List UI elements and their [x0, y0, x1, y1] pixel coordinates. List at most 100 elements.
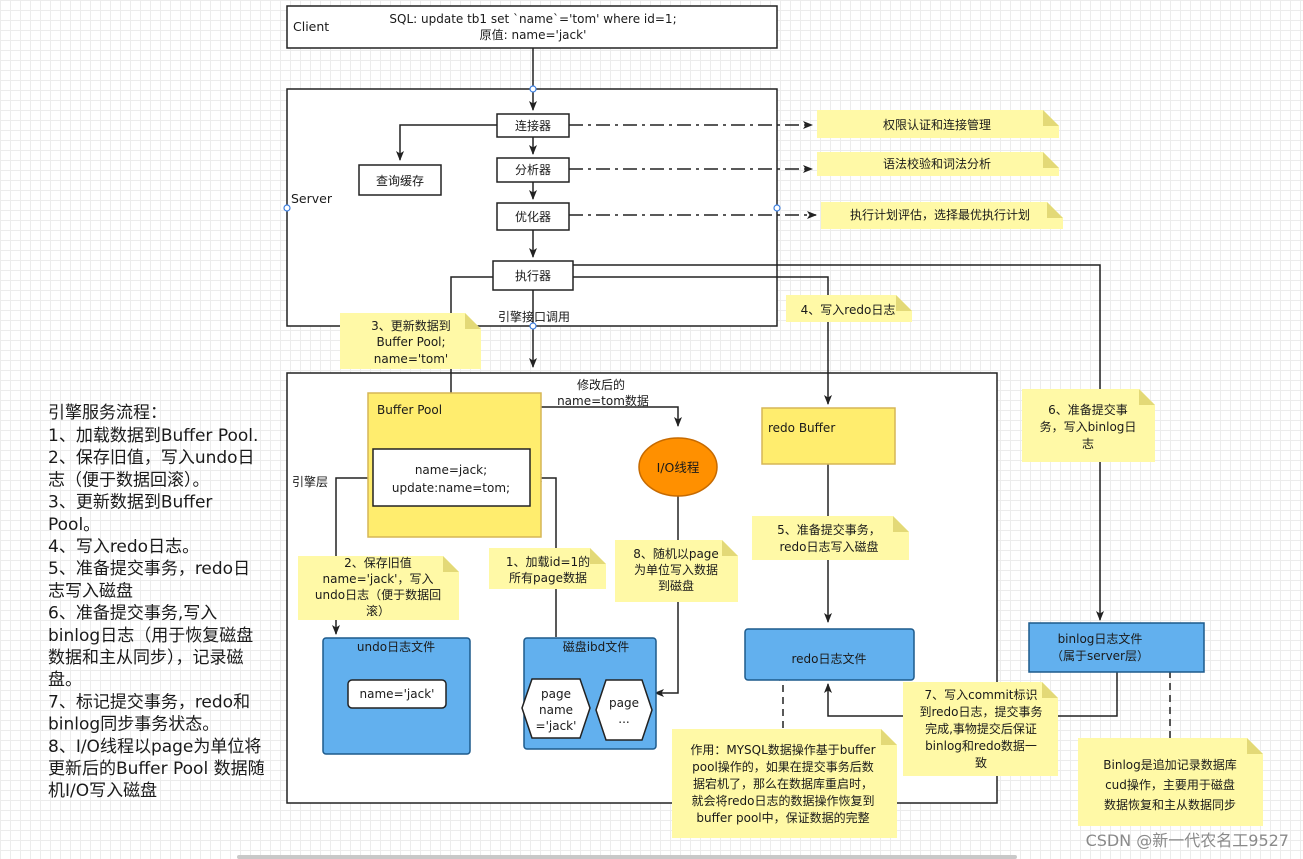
note-step3: 3、更新数据到 Buffer Pool; name='tom' [340, 313, 481, 369]
svg-text:='jack': ='jack' [536, 719, 577, 733]
analyzer-box: 分析器 [496, 157, 570, 183]
svg-text:志: 志 [1082, 437, 1094, 451]
engine-flow-step: 2、保存旧值，写入undo日 [48, 448, 255, 468]
svg-text:就会将redo日志的数据操作恢复到: 就会将redo日志的数据操作恢复到 [691, 793, 874, 808]
note-binlog-purpose: Binlog是追加记录数据库 cud操作，主要用于磁盘 数据恢复和主从数据同步 [1078, 738, 1263, 826]
note-step1: 1、加载id=1的 所有page数据 [489, 548, 606, 589]
io-thread: I/O线程 [638, 437, 718, 497]
note-step8: 8、随机以page 为单位写入数据 到磁盘 [615, 540, 738, 602]
svg-text:8、随机以page: 8、随机以page [633, 546, 719, 561]
svg-text:为单位写入数据: 为单位写入数据 [634, 562, 718, 577]
redo-log-file-label: redo日志文件 [791, 651, 866, 666]
page-other [595, 679, 653, 741]
svg-text:作用：MYSQL数据操作基于buffer: 作用：MYSQL数据操作基于buffer [690, 742, 875, 757]
watermark: CSDN @新一代农名工9527 [1085, 831, 1289, 850]
undo-log-file-label: undo日志文件 [357, 639, 435, 654]
svg-text:4、写入redo日志: 4、写入redo日志 [801, 303, 896, 317]
svg-text:page: page [541, 687, 571, 701]
engine-flow-step: 5、准备提交事务，redo日 [48, 559, 250, 579]
svg-text:page: page [609, 696, 639, 710]
svg-text:Binlog是追加记录数据库: Binlog是追加记录数据库 [1103, 757, 1236, 772]
svg-text:Buffer Pool;: Buffer Pool; [376, 335, 445, 349]
svg-text:7、写入commit标识: 7、写入commit标识 [925, 688, 1038, 702]
modified-data-label-2: name=tom数据 [557, 393, 649, 408]
io-thread-label: I/O线程 [657, 460, 700, 475]
svg-text:name=jack;: name=jack; [415, 463, 487, 477]
svg-text:6、准备提交事: 6、准备提交事 [1048, 402, 1128, 417]
engine-flow-step: 数据和主从同步），记录磁 [48, 648, 244, 668]
note-redo-purpose: 作用：MYSQL数据操作基于buffer pool操作的，如果在提交事务后数 据… [672, 729, 897, 838]
engine-flow-step: 盘。 [48, 670, 82, 690]
binlog-file-label: binlog日志文件 [1058, 631, 1143, 646]
engine-flow-step: 更新后的Buffer Pool 数据随 [48, 759, 265, 779]
engine-flow-step: binlog同步事务状态。 [48, 715, 219, 735]
binlog-file-sublabel: （属于server层） [1051, 649, 1149, 663]
executor-label: 执行器 [515, 269, 551, 283]
client-box: Client SQL: update tb1 set `name`='tom' … [286, 5, 778, 49]
modified-data-label: 修改后的 [577, 377, 625, 392]
note-plan: 执行计划评估，选择最优执行计划 [821, 202, 1063, 229]
svg-text:滚）: 滚） [366, 603, 390, 618]
redo-log-file: redo日志文件 [744, 628, 915, 681]
disk-ibd-file: 磁盘ibd文件 page name ='jack' page ... [521, 637, 657, 750]
disk-ibd-file-label: 磁盘ibd文件 [563, 639, 630, 654]
note-plan-text: 执行计划评估，选择最优执行计划 [850, 208, 1030, 222]
binlog-file: binlog日志文件 （属于server层） [1028, 622, 1205, 673]
svg-text:5、准备提交事务，: 5、准备提交事务， [777, 522, 881, 537]
engine-flow-step: 志（便于数据回滚）。 [48, 470, 210, 490]
engine-flow-step: 7、标记提交事务，redo和 [48, 692, 250, 712]
buffer-pool-record [372, 448, 531, 507]
engine-flow-title: 引擎服务流程： [48, 403, 167, 423]
redo-buffer: redo Buffer [761, 407, 896, 465]
note-auth-text: 权限认证和连接管理 [883, 117, 991, 132]
svg-text:name='tom': name='tom' [374, 352, 448, 366]
dashed-arrows [569, 121, 1174, 738]
client-label: Client [293, 19, 329, 34]
note-syntax: 语法校验和词法分析 [817, 152, 1059, 176]
svg-text:pool操作的，如果在提交事务后数: pool操作的，如果在提交事务后数 [692, 759, 874, 774]
svg-text:buffer pool中，保证数据的完整: buffer pool中，保证数据的完整 [696, 810, 869, 825]
svg-text:...: ... [618, 712, 629, 726]
engine-layer-label: 引擎层 [292, 474, 328, 489]
svg-text:name: name [539, 703, 573, 717]
note-step7: 7、写入commit标识 到redo日志，提交事务 完成,事物提交后保证 bin… [903, 682, 1058, 776]
svg-text:致: 致 [975, 756, 987, 770]
svg-text:cud操作，主要用于磁盘: cud操作，主要用于磁盘 [1105, 777, 1235, 792]
executor-box: 执行器 [492, 260, 574, 291]
server-label: Server [291, 191, 333, 206]
query-cache-box: 查询缓存 [358, 164, 442, 196]
note-step2: 2、保存旧值 name='jack'，写入 undo日志（便于数据回 滚） [298, 555, 459, 620]
redo-buffer-label: redo Buffer [768, 421, 835, 435]
connection-points [283, 85, 781, 330]
note-auth: 权限认证和连接管理 [817, 110, 1059, 138]
buffer-pool-label: Buffer Pool [377, 403, 442, 417]
svg-text:3、更新数据到: 3、更新数据到 [371, 318, 451, 333]
svg-text:据宕机了，那么在数据库重启时，: 据宕机了，那么在数据库重启时， [693, 776, 873, 791]
svg-text:务，写入binlog日: 务，写入binlog日 [1040, 419, 1137, 434]
optimizer-label: 优化器 [515, 210, 551, 224]
query-cache-label: 查询缓存 [376, 174, 424, 188]
engine-api-label: 引擎接口调用 [498, 309, 570, 324]
svg-text:完成,事物提交后保证: 完成,事物提交后保证 [925, 721, 1037, 736]
engine-flow-step: 6、准备提交事务,写入 [48, 604, 217, 624]
svg-text:到redo日志，提交事务: 到redo日志，提交事务 [919, 704, 1042, 719]
engine-flow-step: 机I/O写入磁盘 [48, 781, 157, 801]
analyzer-label: 分析器 [515, 163, 551, 177]
optimizer-box: 优化器 [496, 202, 570, 231]
engine-flow-step: 4、写入redo日志。 [48, 537, 199, 557]
buffer-pool: Buffer Pool name=jack; update:name=tom; [367, 392, 542, 538]
note-syntax-text: 语法校验和词法分析 [883, 156, 991, 171]
svg-text:到磁盘: 到磁盘 [658, 578, 694, 593]
svg-text:name='jack'，写入: name='jack'，写入 [323, 572, 434, 586]
page-jack [521, 678, 591, 739]
note-step4: 4、写入redo日志 [786, 295, 912, 322]
svg-text:2、保存旧值: 2、保存旧值 [344, 555, 412, 570]
client-sql: SQL: update tb1 set `name`='tom' where i… [389, 12, 676, 26]
svg-text:1、加载id=1的: 1、加载id=1的 [506, 554, 590, 569]
svg-text:数据恢复和主从数据同步: 数据恢复和主从数据同步 [1104, 797, 1236, 812]
horizontal-scrollbar[interactable] [237, 855, 1017, 859]
note-step5: 5、准备提交事务， redo日志写入磁盘 [752, 516, 909, 560]
svg-text:redo日志写入磁盘: redo日志写入磁盘 [779, 539, 878, 554]
engine-flow-step: 志写入磁盘 [48, 581, 133, 601]
